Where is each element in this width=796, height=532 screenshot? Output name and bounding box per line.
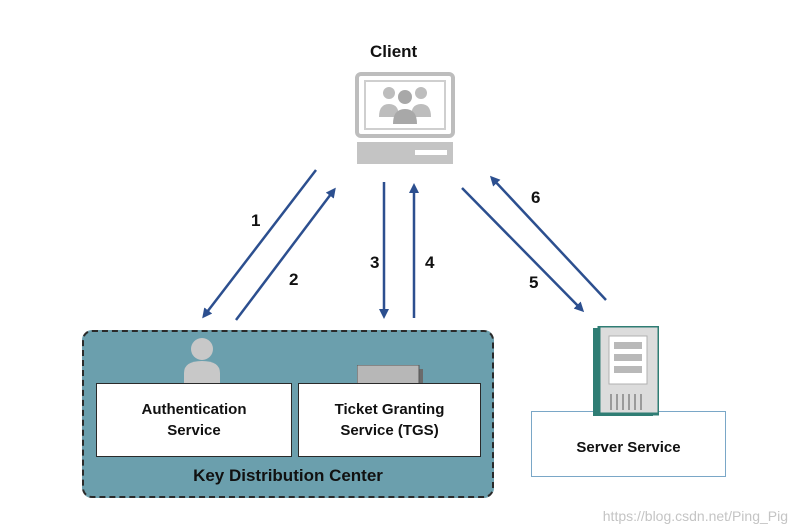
step-label-5: 5 [529, 273, 539, 292]
tgs-box: Ticket Granting Service (TGS) [298, 383, 481, 457]
server-icon [593, 326, 659, 416]
auth-service-line1: Authentication [141, 401, 247, 418]
client-label: Client [370, 42, 418, 61]
watermark: https://blog.csdn.net/Ping_Pig [602, 508, 788, 524]
step-label-2: 2 [289, 270, 299, 289]
server-service-box: Server Service [531, 411, 726, 477]
step-label-1: 1 [251, 211, 261, 230]
arrow-5 [461, 187, 585, 313]
tgs-line1: Ticket Granting [334, 401, 445, 418]
arrow-1 [202, 169, 317, 319]
tgs-line2: Service (TGS) [340, 422, 439, 439]
kdc-title: Key Distribution Center [193, 466, 383, 485]
user-icon [184, 338, 220, 387]
computer-icon [355, 72, 455, 164]
auth-service-line2: Service [167, 422, 221, 439]
server-service-label: Server Service [576, 439, 681, 456]
step-label-3: 3 [370, 253, 380, 272]
arrow-6 [489, 175, 607, 301]
step-label-6: 6 [531, 188, 541, 207]
step-label-4: 4 [425, 253, 435, 272]
authentication-service-box: Authentication Service [96, 383, 292, 457]
arrow-2 [235, 187, 336, 321]
